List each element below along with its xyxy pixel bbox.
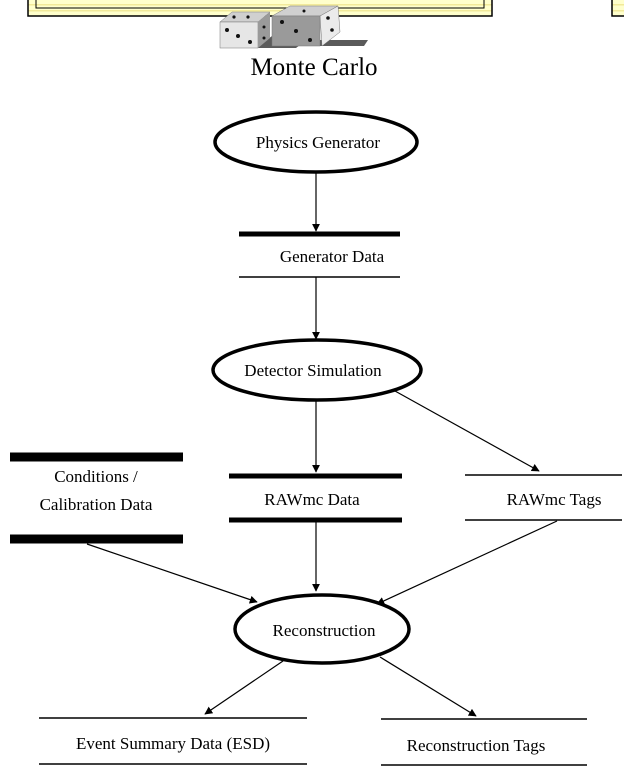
reconstruction-tags-label: Reconstruction Tags (407, 736, 546, 755)
rawmc-data-store: RAWmc Data (229, 473, 402, 523)
top-banner-right-edge (611, 0, 624, 17)
physics-generator-label: Physics Generator (256, 133, 381, 152)
arrow-reco-to-recotags (379, 656, 477, 717)
generator-data-label: Generator Data (280, 247, 385, 266)
esd-store: Event Summary Data (ESD) (39, 717, 307, 765)
detector-simulation-label: Detector Simulation (244, 361, 382, 380)
dice-icon (219, 5, 368, 49)
arrow-reco-to-esd (204, 660, 284, 715)
conditions-label-line2: Calibration Data (40, 495, 153, 514)
esd-label: Event Summary Data (ESD) (76, 734, 270, 753)
physics-generator-process: Physics Generator (213, 110, 419, 174)
reconstruction-process: Reconstruction (233, 593, 411, 665)
detector-simulation-process: Detector Simulation (211, 338, 423, 402)
generator-data-store: Generator Data (239, 231, 400, 278)
reconstruction-tags-store: Reconstruction Tags (381, 718, 587, 766)
rawmc-data-label: RAWmc Data (264, 490, 360, 509)
rawmc-tags-store: RAWmc Tags (465, 474, 622, 521)
arrow-rawmctags-to-reco (376, 520, 558, 605)
conditions-label-line1: Conditions / (54, 467, 138, 486)
arrow-detsim-to-rawmctags (394, 390, 540, 472)
arrow-conditions-to-reco (86, 543, 258, 604)
rawmc-tags-label: RAWmc Tags (507, 490, 602, 509)
reconstruction-label: Reconstruction (273, 621, 376, 640)
conditions-calibration-store: Conditions / Calibration Data (10, 452, 183, 544)
diagram-title: Monte Carlo (250, 54, 377, 81)
